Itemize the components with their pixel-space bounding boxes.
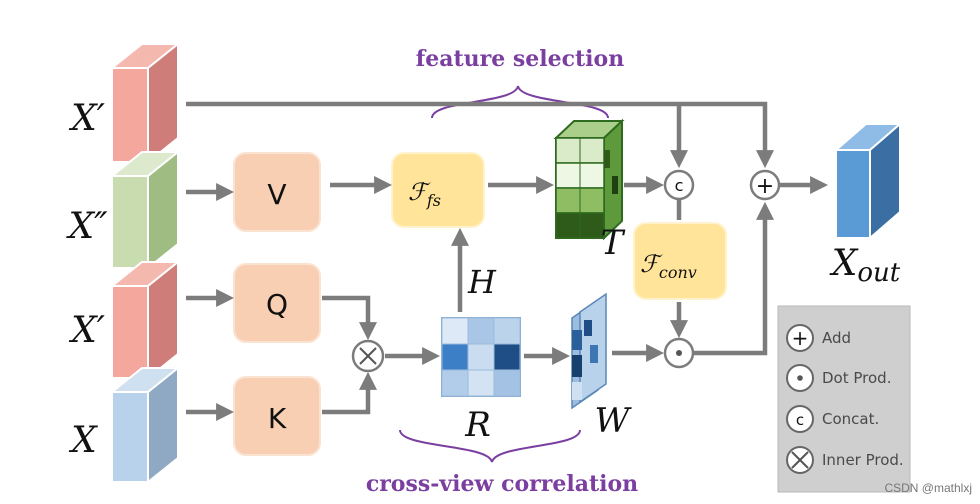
f-conv-box bbox=[633, 222, 727, 300]
arrow-q-to-inner bbox=[322, 295, 377, 341]
legend-dot-center bbox=[797, 375, 803, 381]
dot-operator-center bbox=[676, 350, 682, 356]
f-conv-label: ℱconv bbox=[640, 250, 697, 282]
label-x-prime-top: X′ bbox=[68, 98, 105, 139]
f-fs-sub: fs bbox=[426, 191, 441, 210]
label-x-prime-mid: X′ bbox=[68, 310, 105, 351]
f-conv-sub: conv bbox=[659, 263, 697, 282]
feature-selection-label: feature selection bbox=[416, 46, 624, 72]
arrow-k-to-inner bbox=[322, 371, 377, 415]
input-cube-x-prime-mid bbox=[109, 259, 181, 381]
legend-dot-label: Dot Prod. bbox=[822, 369, 891, 387]
w-label: W bbox=[595, 401, 633, 441]
add-symbol: + bbox=[756, 174, 774, 199]
q-label: Q bbox=[266, 288, 288, 321]
legend-add-label: Add bbox=[822, 329, 851, 347]
concat-symbol: c bbox=[675, 176, 684, 195]
input-cube-x-prime-top bbox=[109, 41, 181, 165]
arrow-xprime-to-add bbox=[186, 101, 774, 169]
x-out-label: Xout bbox=[829, 243, 901, 288]
t-label: T bbox=[601, 223, 626, 263]
input-cube-x bbox=[109, 365, 181, 485]
legend-concat-label: Concat. bbox=[822, 410, 879, 428]
f-fs-box bbox=[391, 152, 485, 228]
legend: + Add Dot Prod. c Concat. Inner Prod. bbox=[777, 305, 911, 493]
label-x: X bbox=[68, 420, 98, 461]
f-fs-base: ℱ bbox=[408, 178, 431, 206]
concat-operator bbox=[663, 169, 695, 201]
h-label: H bbox=[467, 263, 497, 301]
v-label: V bbox=[267, 178, 286, 211]
f-fs-label: ℱfs bbox=[408, 178, 441, 210]
legend-inner-label: Inner Prod. bbox=[822, 451, 904, 469]
cross-view-correlation-brace bbox=[399, 429, 581, 463]
add-operator bbox=[749, 169, 781, 201]
w-tensor bbox=[571, 292, 607, 410]
arrow-dot-to-add bbox=[694, 201, 774, 356]
legend-concat-icon bbox=[786, 405, 814, 433]
f-conv-base: ℱ bbox=[640, 250, 663, 278]
t-tensor bbox=[553, 118, 625, 241]
r-correlation-matrix bbox=[441, 317, 521, 397]
cross-view-correlation-label: cross-view correlation bbox=[366, 471, 638, 497]
arrows bbox=[186, 101, 829, 421]
k-label: K bbox=[268, 402, 287, 435]
output-cube-x-out bbox=[833, 121, 903, 241]
input-cube-x-double-prime bbox=[109, 149, 181, 271]
watermark: CSDN @mathlxj bbox=[884, 481, 972, 495]
legend-add-symbol: + bbox=[792, 326, 809, 350]
r-label: R bbox=[464, 405, 491, 445]
legend-concat-symbol: c bbox=[796, 411, 804, 429]
legend-add-icon bbox=[786, 324, 814, 352]
label-x-double-prime: X″ bbox=[65, 206, 108, 247]
x-out-base: X bbox=[829, 243, 859, 284]
x-out-sub: out bbox=[857, 258, 900, 288]
